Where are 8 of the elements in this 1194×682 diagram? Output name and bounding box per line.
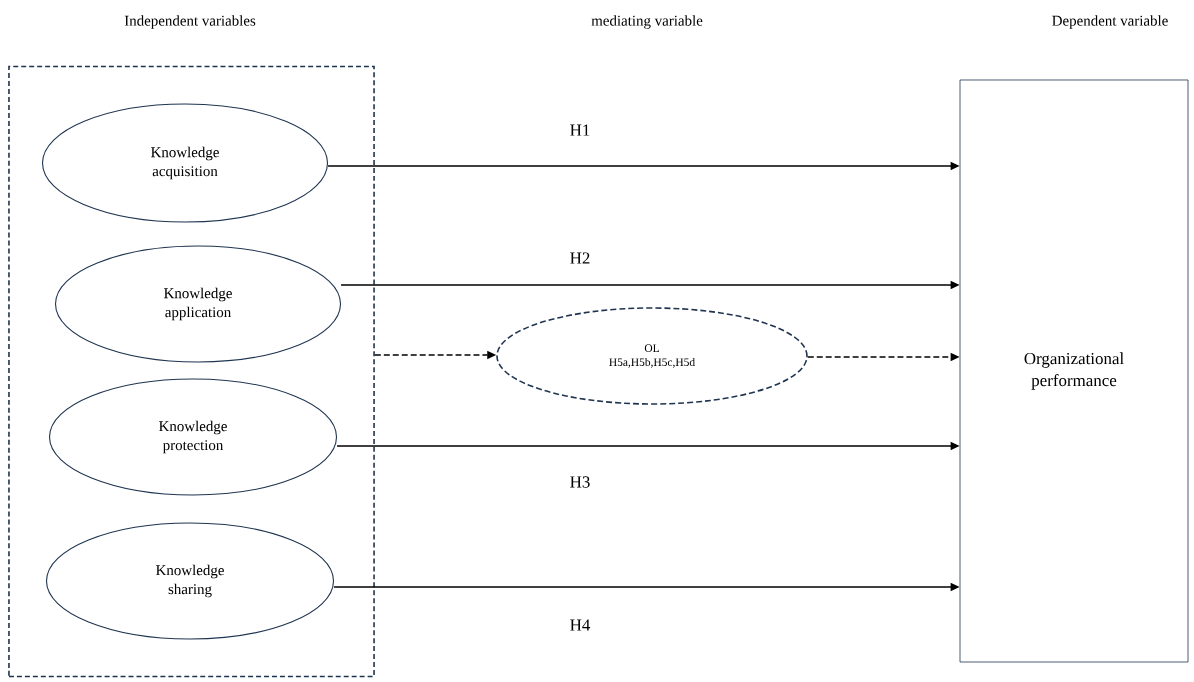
variable-box: Organizational performance — [959, 79, 1189, 663]
edge-label: H4 — [568, 618, 592, 632]
edge-label: H3 — [568, 475, 592, 489]
edge-label: H2 — [568, 251, 592, 265]
column-heading: Independent variables — [124, 15, 256, 29]
edge-label: H1 — [568, 123, 592, 137]
column-heading: mediating variable — [591, 15, 703, 29]
column-heading: Dependent variable — [1052, 15, 1168, 29]
